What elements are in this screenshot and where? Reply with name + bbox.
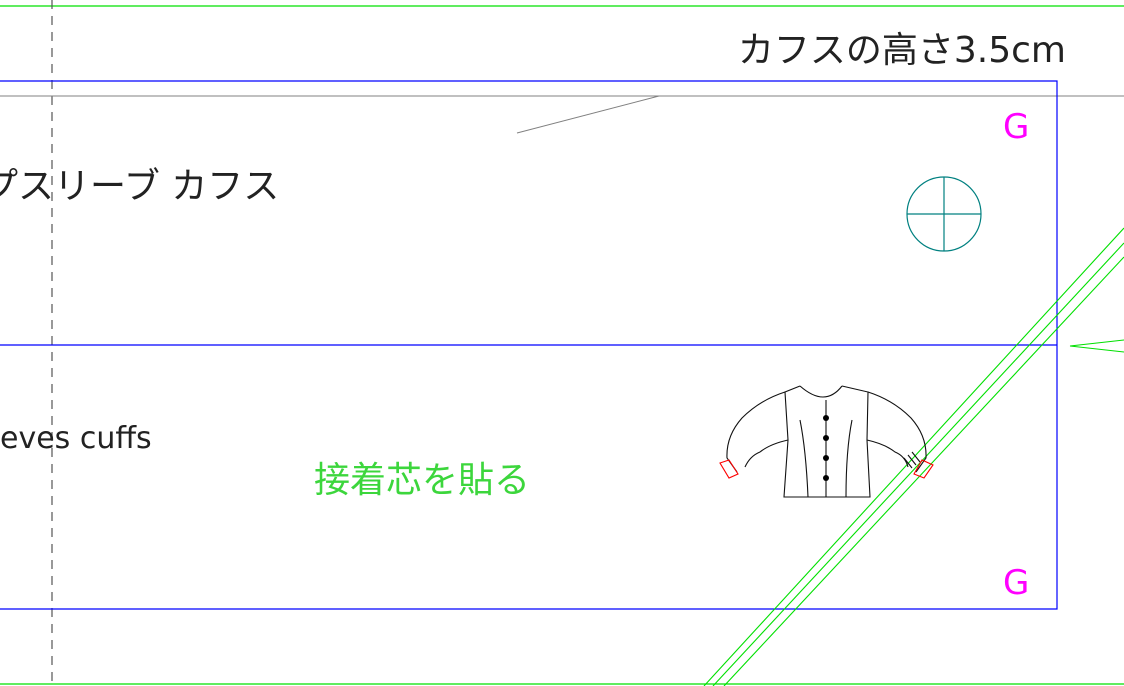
interfacing-note: 接着芯を貼る xyxy=(314,460,530,501)
cuff-highlight-marks xyxy=(719,459,934,479)
grain-mark-top: G xyxy=(1003,107,1029,147)
cuff-height-label: カフスの高さ3.5cm xyxy=(738,30,1066,71)
green-arrow-mark xyxy=(1069,339,1124,353)
gray-leader-line xyxy=(516,95,660,134)
bias-guide-lines xyxy=(703,227,1124,686)
piece-name-en: eves cuffs xyxy=(0,421,152,456)
crosshair-circle-icon xyxy=(906,176,982,252)
blouse-buttons xyxy=(823,415,829,481)
grain-mark-bottom: G xyxy=(1003,563,1029,603)
piece-name-jp: プスリーブ カフス xyxy=(0,166,279,207)
